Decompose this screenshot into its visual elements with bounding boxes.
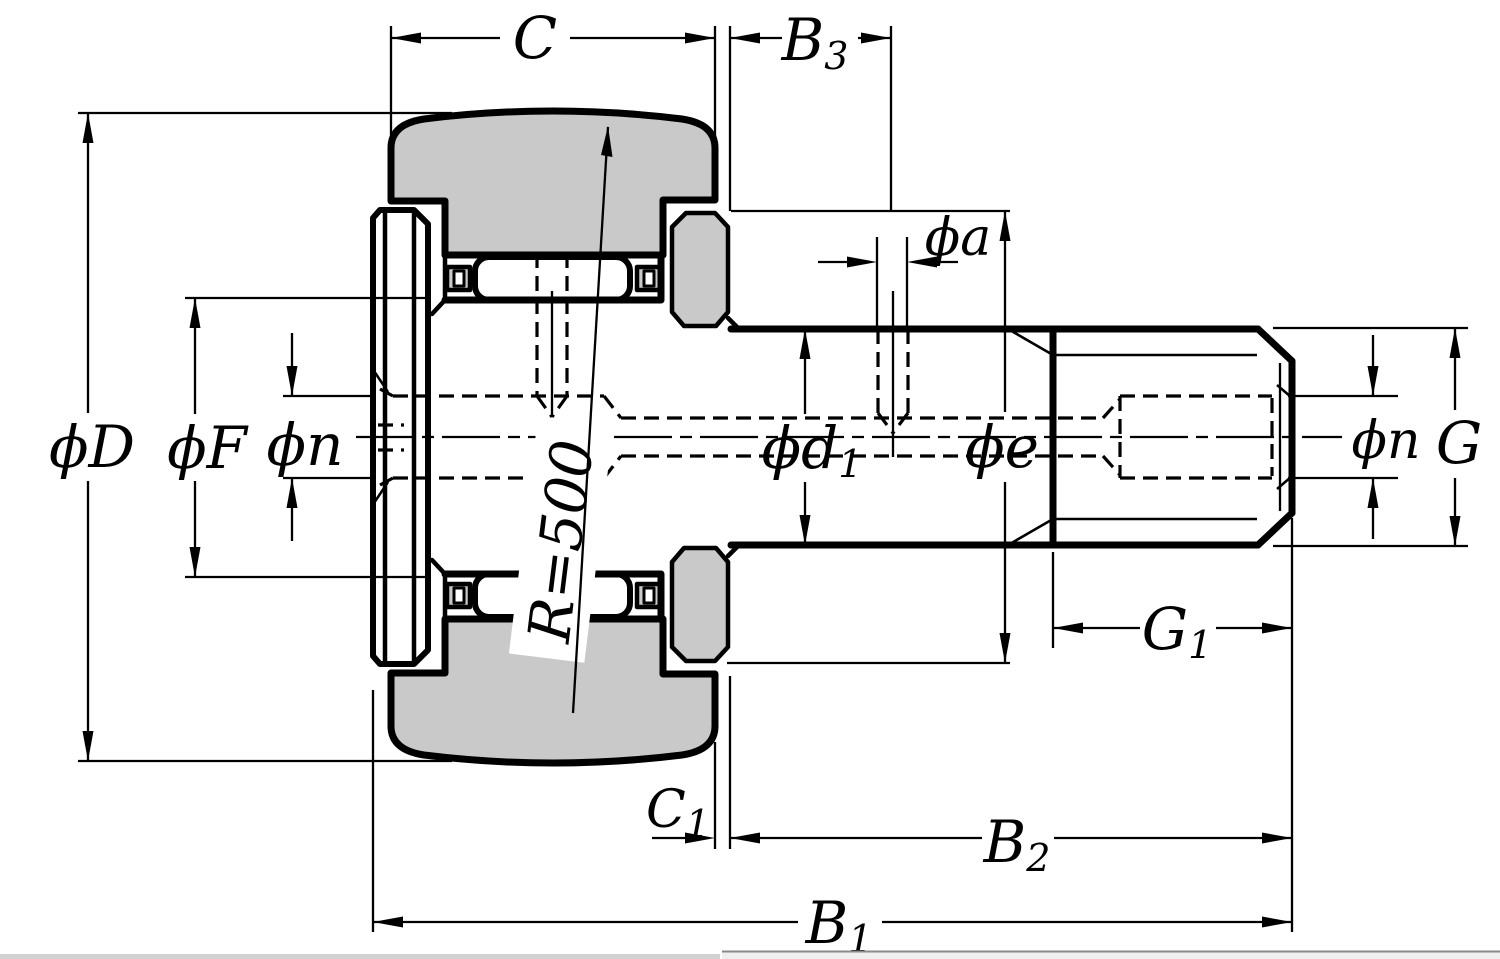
dim-label-phi-e: ϕe — [965, 413, 1039, 481]
dimension-phi-D: ϕD — [49, 111, 452, 763]
bottom-bar — [0, 950, 1500, 959]
dimension-B2: B2 — [730, 808, 1292, 880]
dim-label-phi-n-right: ϕn — [1352, 411, 1421, 471]
dim-label-C: C — [513, 4, 557, 72]
dim-label-C1: C1 — [646, 780, 710, 846]
dimension-phi-n-right: ϕn — [1288, 335, 1420, 539]
bottom-bar-left-segment — [0, 954, 720, 959]
cage-blocks — [444, 264, 663, 610]
dimension-B1: B1 — [371, 518, 1294, 959]
centerlines — [356, 291, 1342, 457]
stud-body — [372, 251, 1296, 623]
dimension-phi-a: ϕa — [818, 208, 991, 327]
dimension-C: C — [389, 4, 717, 136]
dimension-G1: G1 — [1051, 552, 1292, 667]
leader-line — [571, 126, 610, 714]
dimension-phi-n-left: ϕn — [267, 333, 374, 541]
outer-ring — [387, 107, 719, 767]
dimension-phi-F: ϕF — [167, 296, 430, 579]
dim-label-phi-n-left: ϕn — [267, 411, 344, 479]
dimension-G: G — [1273, 326, 1482, 548]
leader-arrowhead — [601, 126, 613, 157]
dimension-B3: B3 — [728, 6, 893, 211]
dim-label-G1: G1 — [1142, 595, 1213, 667]
stud-flange — [669, 210, 731, 664]
dimension-phi-e: ϕe — [727, 209, 1039, 665]
dim-label-phi-a: ϕa — [925, 208, 991, 268]
dim-label-phi-F: ϕF — [167, 414, 249, 482]
dim-label-B3: B3 — [781, 6, 849, 78]
bottom-bar-right-segment — [722, 951, 1500, 959]
dim-label-phi-d1: ϕd1 — [762, 414, 863, 486]
dim-label-B2: B2 — [983, 808, 1051, 880]
dim-label-G: G — [1436, 409, 1482, 477]
dim-label-phi-D: ϕD — [49, 413, 135, 481]
dimension-phi-d1: ϕd1 — [762, 329, 863, 545]
dim-label-B1: B1 — [805, 889, 873, 959]
dimension-C1: C1 — [646, 676, 732, 849]
